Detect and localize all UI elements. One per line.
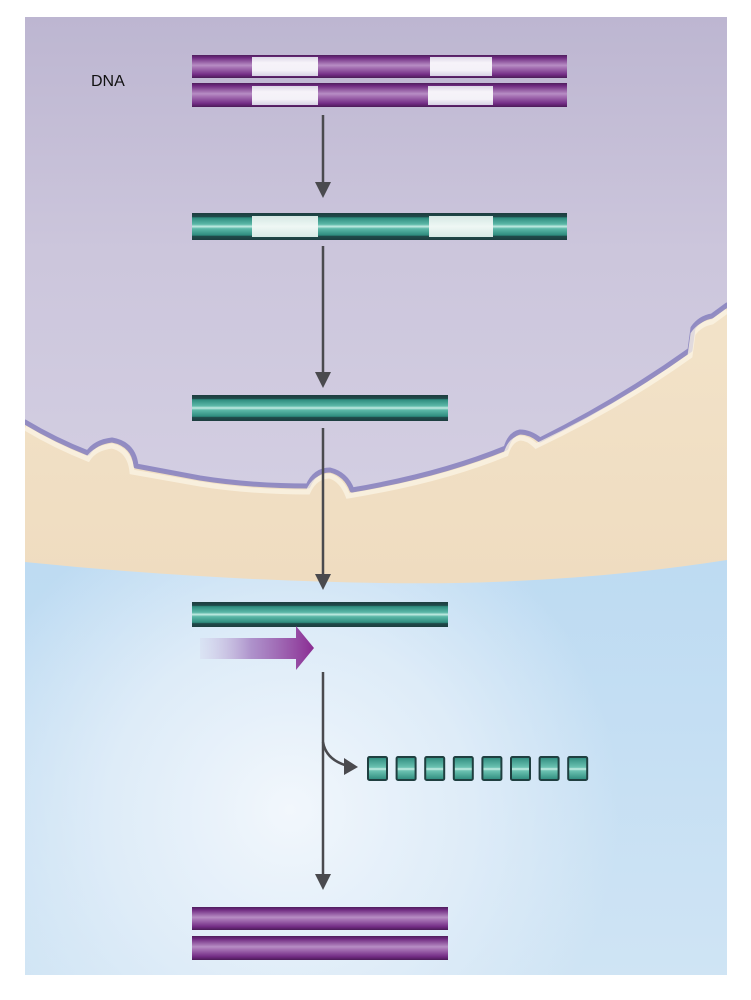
purple-direction-arrow — [200, 626, 314, 670]
cdna-double-strand — [192, 907, 448, 960]
nuclear-envelope-highlight — [25, 308, 727, 499]
arrow-export — [315, 428, 331, 590]
amino-acid-unit — [395, 756, 417, 781]
cdna-strand-bottom — [192, 936, 448, 960]
cdna-strand-top — [192, 907, 448, 930]
intron-2-top — [430, 57, 492, 76]
pre-mrna-strand — [192, 213, 567, 240]
arrow-splicing — [315, 246, 331, 388]
arrow-to-dna — [315, 672, 331, 890]
intron-1-bottom — [252, 86, 318, 105]
dna-label: DNA — [91, 73, 125, 90]
amino-acid-unit — [424, 756, 446, 781]
pre-mrna-intron-1 — [252, 216, 318, 237]
branch-arrow-translation — [321, 741, 358, 775]
dna-strand-top — [192, 55, 567, 78]
nucleus-region — [25, 17, 727, 490]
intron-2-bottom — [428, 86, 493, 105]
dna-double-strand — [192, 55, 567, 107]
arrow-transcription — [315, 115, 331, 198]
mrna-cytoplasm — [192, 602, 448, 627]
amino-acid-unit — [567, 756, 589, 781]
amino-acid-unit — [538, 756, 560, 781]
intron-1-top — [252, 57, 318, 76]
pre-mrna-intron-2 — [429, 216, 493, 237]
blue-glow — [25, 520, 727, 975]
protein-chain — [367, 756, 589, 781]
amino-acid-unit — [510, 756, 531, 781]
mature-mrna-nucleus — [192, 395, 448, 421]
amino-acid-unit — [481, 756, 503, 781]
background-regions — [25, 17, 727, 975]
amino-acid-unit — [452, 756, 474, 781]
nuclear-envelope — [25, 302, 727, 493]
amino-acid-unit — [367, 756, 388, 781]
dna-strand-bottom — [192, 83, 567, 107]
